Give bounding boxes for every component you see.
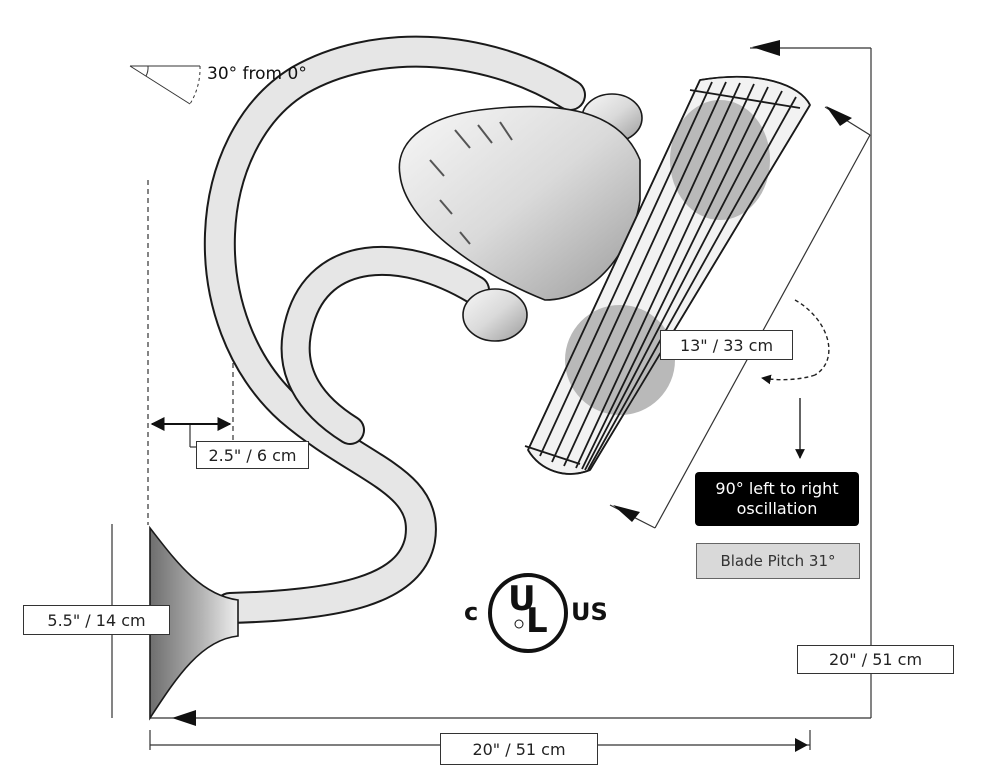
- dimension-arrowheads: [172, 40, 852, 752]
- cage-diameter-label: 13" / 33 cm: [660, 330, 793, 360]
- blade-pitch-badge: Blade Pitch 31°: [696, 543, 860, 579]
- width-label: 20" / 51 cm: [440, 733, 598, 765]
- oscillation-line-1: 90° left to right: [715, 479, 839, 498]
- oscillation-line-2: oscillation: [736, 499, 818, 518]
- svg-text:L: L: [526, 601, 548, 641]
- motor-housing: [398, 105, 641, 301]
- angle-label: 30° from 0°: [207, 64, 307, 84]
- svg-text:U: U: [508, 579, 536, 619]
- angle-indicator: [129, 65, 201, 105]
- fan-cage: [524, 75, 811, 475]
- wall-bell-base: [149, 525, 239, 721]
- oscillation-badge: 90° left to right oscillation: [695, 472, 859, 526]
- fan-illustration: [149, 35, 811, 721]
- offset-label: 2.5" / 6 cm: [196, 441, 309, 469]
- base-height-label: 5.5" / 14 cm: [23, 605, 170, 635]
- oscillation-arrows: [761, 299, 830, 459]
- ul-suffix: US: [571, 598, 608, 626]
- ul-certification-mark: U L: [488, 573, 568, 653]
- ul-prefix: c: [464, 598, 479, 626]
- depth-label: 20" / 51 cm: [797, 645, 954, 674]
